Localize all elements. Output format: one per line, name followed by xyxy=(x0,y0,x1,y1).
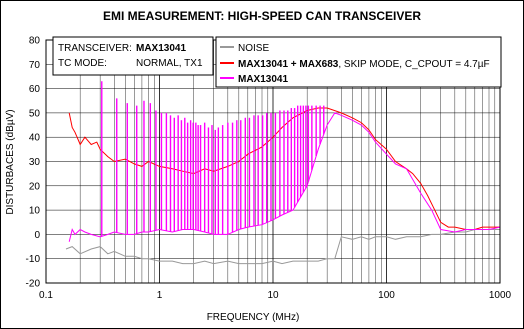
y-tick-label: 0 xyxy=(34,230,40,241)
x-tick-label: 0.1 xyxy=(39,290,53,301)
y-tick-label: 60 xyxy=(29,84,41,95)
y-tick-label: 50 xyxy=(29,108,41,119)
series-layer xyxy=(65,81,501,265)
x-tick-label: 10 xyxy=(267,290,279,301)
y-tick-label: 10 xyxy=(29,206,41,217)
legend-label-noise: NOISE xyxy=(238,43,269,54)
y-axis-label: DISTURBACES (dBµV) xyxy=(5,109,16,214)
x-axis-label: FREQUENCY (MHz) xyxy=(207,312,300,323)
y-tick-label: 70 xyxy=(29,60,41,71)
info-box: TRANSCEIVER: MAX13041 TC MODE: NORMAL, T… xyxy=(52,36,214,76)
legend-label-max683: MAX13041 + MAX683, SKIP MODE, C_CPOUT = … xyxy=(238,59,490,70)
transceiver-value: MAX13041 xyxy=(136,43,186,54)
series-line-2 xyxy=(68,112,501,242)
series-line-0 xyxy=(65,229,500,265)
x-tick-label: 1000 xyxy=(489,290,512,301)
tc-mode-value: NORMAL, TX1 xyxy=(136,58,203,69)
transceiver-label: TRANSCEIVER: xyxy=(58,43,132,54)
legend-label-max13041: MAX13041 xyxy=(238,74,288,85)
y-tick-label: 20 xyxy=(29,181,41,192)
x-tick-label: 1 xyxy=(157,290,163,301)
series-line-1 xyxy=(68,107,500,230)
x-tick-label: 100 xyxy=(378,290,395,301)
x-tick-labels: 0.1 1 10 100 1000 xyxy=(39,290,512,301)
y-tick-label: 80 xyxy=(29,36,41,47)
y-tick-label: 30 xyxy=(29,157,41,168)
legend: NOISE MAX13041 + MAX683, SKIP MODE, C_CP… xyxy=(215,36,502,88)
y-tick-label: -20 xyxy=(26,279,41,290)
chart-title: EMI MEASUREMENT: HIGH-SPEED CAN TRANSCEI… xyxy=(102,9,422,23)
y-tick-label: 40 xyxy=(29,133,41,144)
y-tick-label: -10 xyxy=(26,254,41,265)
y-tick-labels: -20 -10 0 10 20 30 40 50 60 70 80 xyxy=(26,36,41,290)
tc-mode-label: TC MODE: xyxy=(58,58,107,69)
